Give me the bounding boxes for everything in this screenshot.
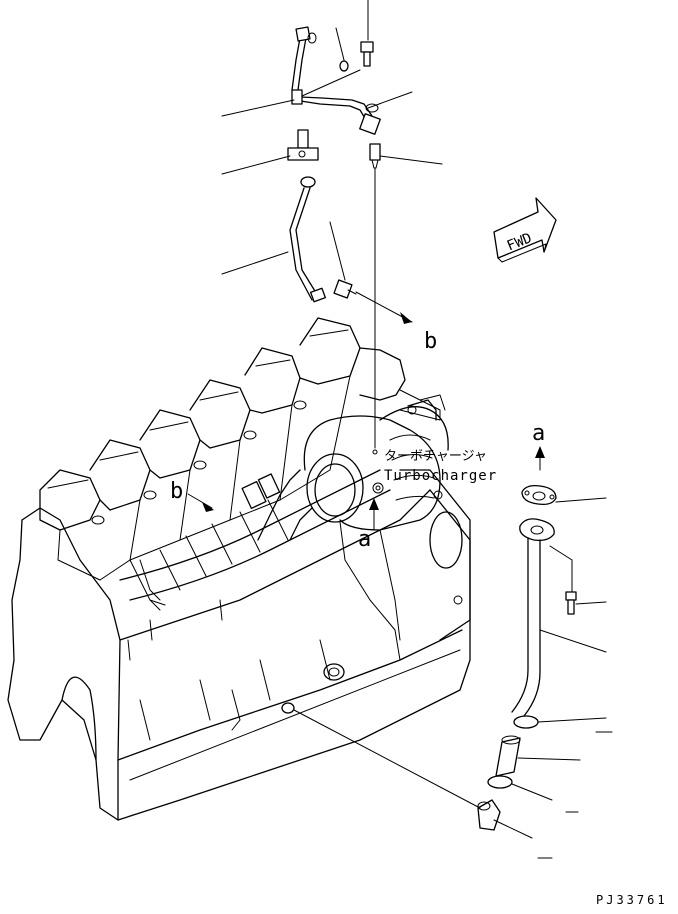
fwd-arrow-icon: FWD	[493, 197, 557, 263]
turbocharger-label-ja: ターボチャージャ	[384, 449, 487, 464]
turbocharger	[257, 394, 449, 661]
reference-labels: b b a a	[170, 329, 545, 552]
leader-lines-upper	[221, 0, 443, 324]
drawing-number: PJ33761	[596, 893, 668, 907]
turbo-oil-feed-pipe	[287, 26, 381, 455]
ref-label-a-turbo: a	[358, 527, 371, 552]
ref-label-b-lower: b	[170, 479, 183, 504]
cylinder-heads	[39, 317, 441, 581]
ref-label-a-right: a	[532, 421, 545, 446]
turbocharger-label-en: Turbocharger	[384, 468, 497, 484]
engine-block	[7, 469, 471, 821]
ref-label-b-upper: b	[424, 329, 437, 354]
exhaust-manifold	[119, 469, 391, 611]
oil-drain-assembly	[281, 484, 613, 859]
turbocharger-callout: ターボチャージャ Turbocharger	[384, 449, 497, 484]
sensor-pipe	[289, 176, 357, 303]
